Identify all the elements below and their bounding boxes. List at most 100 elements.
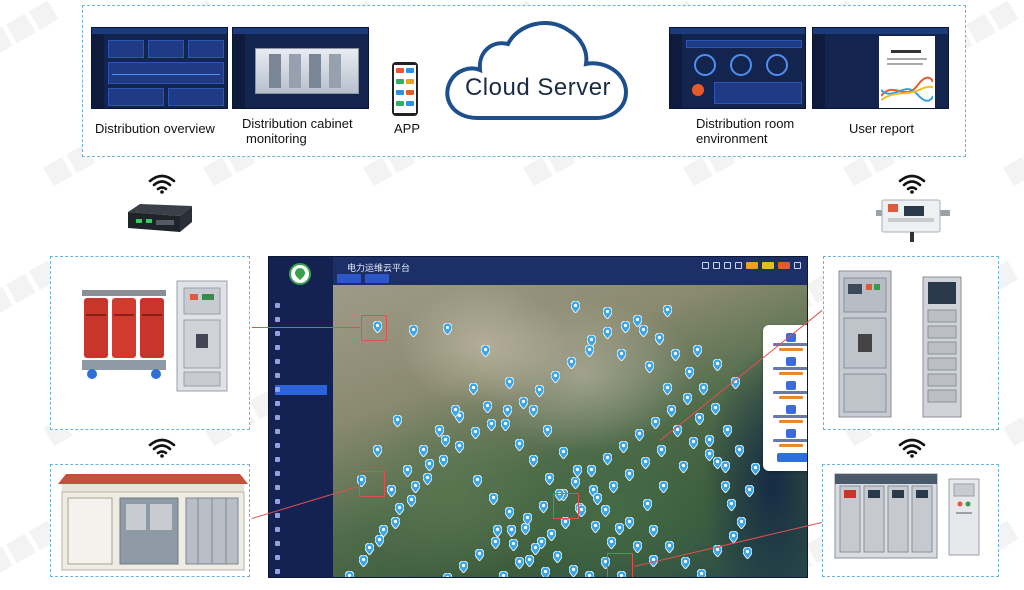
- map-pin-icon[interactable]: [609, 481, 618, 493]
- map-pin-icon[interactable]: [617, 349, 626, 361]
- map-pin-icon[interactable]: [543, 425, 552, 437]
- map-pin-icon[interactable]: [689, 437, 698, 449]
- map-pin-icon[interactable]: [645, 361, 654, 373]
- map-pin-icon[interactable]: [571, 301, 580, 313]
- map-pin-icon[interactable]: [651, 417, 660, 429]
- map-pin-icon[interactable]: [667, 405, 676, 417]
- map-pin-icon[interactable]: [617, 571, 626, 577]
- map-pin-icon[interactable]: [435, 425, 444, 437]
- map-pin-icon[interactable]: [545, 473, 554, 485]
- sidebar-menu-item[interactable]: [275, 357, 327, 367]
- map-pin-icon[interactable]: [423, 473, 432, 485]
- map-pin-icon[interactable]: [547, 529, 556, 541]
- sidebar-menu-item[interactable]: [275, 385, 327, 395]
- map-pin-icon[interactable]: [523, 513, 532, 525]
- map-pin-icon[interactable]: [603, 453, 612, 465]
- map-pin-icon[interactable]: [375, 535, 384, 547]
- map-pin-icon[interactable]: [585, 345, 594, 357]
- map-pin-icon[interactable]: [443, 573, 452, 577]
- map-pin-icon[interactable]: [501, 419, 510, 431]
- map-pin-icon[interactable]: [459, 561, 468, 573]
- map-pin-icon[interactable]: [541, 567, 550, 577]
- map-pin-icon[interactable]: [591, 521, 600, 533]
- sidebar-menu-item[interactable]: [275, 567, 327, 577]
- map-pin-icon[interactable]: [379, 525, 388, 537]
- map-pin-icon[interactable]: [391, 517, 400, 529]
- sidebar-menu-item[interactable]: [275, 469, 327, 479]
- map-pin-icon[interactable]: [743, 547, 752, 559]
- map-pin-icon[interactable]: [621, 321, 630, 333]
- map-pin-icon[interactable]: [455, 441, 464, 453]
- map-pin-icon[interactable]: [683, 393, 692, 405]
- map-pin-icon[interactable]: [585, 571, 594, 577]
- map-pin-icon[interactable]: [633, 315, 642, 327]
- user-icon[interactable]: [794, 262, 801, 269]
- map-pin-icon[interactable]: [505, 507, 514, 519]
- map-pin-icon[interactable]: [681, 557, 690, 569]
- map-pin-icon[interactable]: [695, 413, 704, 425]
- map-pin-icon[interactable]: [441, 435, 450, 447]
- map-pin-icon[interactable]: [561, 517, 570, 529]
- map-pin-icon[interactable]: [507, 525, 516, 537]
- map-pin-icon[interactable]: [407, 495, 416, 507]
- map-pin-icon[interactable]: [491, 537, 500, 549]
- map-pin-icon[interactable]: [551, 371, 560, 383]
- map-pin-icon[interactable]: [567, 357, 576, 369]
- search-icon[interactable]: [702, 262, 709, 269]
- map-pin-icon[interactable]: [569, 565, 578, 577]
- sidebar-menu-item[interactable]: [275, 553, 327, 563]
- map-pin-icon[interactable]: [587, 465, 596, 477]
- map-pin-icon[interactable]: [649, 525, 658, 537]
- map-pin-icon[interactable]: [573, 465, 582, 477]
- map-pin-icon[interactable]: [403, 465, 412, 477]
- map-pin-icon[interactable]: [483, 401, 492, 413]
- sidebar-menu-item[interactable]: [275, 455, 327, 465]
- map-pin-icon[interactable]: [451, 405, 460, 417]
- sidebar-menu-item[interactable]: [275, 483, 327, 493]
- map-pin-icon[interactable]: [679, 461, 688, 473]
- map-pin-icon[interactable]: [577, 505, 586, 517]
- map-pin-icon[interactable]: [531, 543, 540, 555]
- sidebar-menu-item[interactable]: [275, 413, 327, 423]
- map-pin-icon[interactable]: [535, 385, 544, 397]
- map-pin-icon[interactable]: [345, 571, 354, 577]
- map-pin-icon[interactable]: [481, 345, 490, 357]
- map-pin-icon[interactable]: [471, 427, 480, 439]
- map-pin-icon[interactable]: [559, 447, 568, 459]
- map-pin-icon[interactable]: [635, 429, 644, 441]
- map-pin-icon[interactable]: [601, 505, 610, 517]
- sidebar-menu-item[interactable]: [275, 329, 327, 339]
- map-pin-icon[interactable]: [505, 377, 514, 389]
- map-pin-icon[interactable]: [643, 499, 652, 511]
- sidebar-menu-item[interactable]: [275, 343, 327, 353]
- sidebar-menu-item[interactable]: [275, 399, 327, 409]
- map-pin-icon[interactable]: [373, 445, 382, 457]
- map-pin-icon[interactable]: [425, 459, 434, 471]
- sidebar-menu-item[interactable]: [275, 497, 327, 507]
- map-pin-icon[interactable]: [515, 557, 524, 569]
- map-pin-icon[interactable]: [625, 469, 634, 481]
- message-icon[interactable]: [735, 262, 742, 269]
- map-pin-icon[interactable]: [641, 457, 650, 469]
- map-pin-icon[interactable]: [473, 475, 482, 487]
- map-pin-icon[interactable]: [721, 461, 730, 473]
- sidebar-menu-item[interactable]: [275, 525, 327, 535]
- map-pin-icon[interactable]: [639, 325, 648, 337]
- map-pin-icon[interactable]: [503, 405, 512, 417]
- map-pin-icon[interactable]: [693, 345, 702, 357]
- map-pin-icon[interactable]: [509, 539, 518, 551]
- map-pin-icon[interactable]: [387, 485, 396, 497]
- map-pin-icon[interactable]: [411, 481, 420, 493]
- map-pin-icon[interactable]: [721, 481, 730, 493]
- popup-action-button[interactable]: [777, 453, 807, 462]
- map-pin-icon[interactable]: [657, 445, 666, 457]
- sidebar-menu-item[interactable]: [275, 427, 327, 437]
- map-pin-icon[interactable]: [745, 485, 754, 497]
- map-pin-icon[interactable]: [515, 439, 524, 451]
- map-pin-icon[interactable]: [655, 333, 664, 345]
- map-pin-icon[interactable]: [671, 349, 680, 361]
- map-pin-icon[interactable]: [697, 569, 706, 577]
- map-pin-icon[interactable]: [633, 541, 642, 553]
- map-pin-icon[interactable]: [663, 305, 672, 317]
- map-pin-icon[interactable]: [705, 435, 714, 447]
